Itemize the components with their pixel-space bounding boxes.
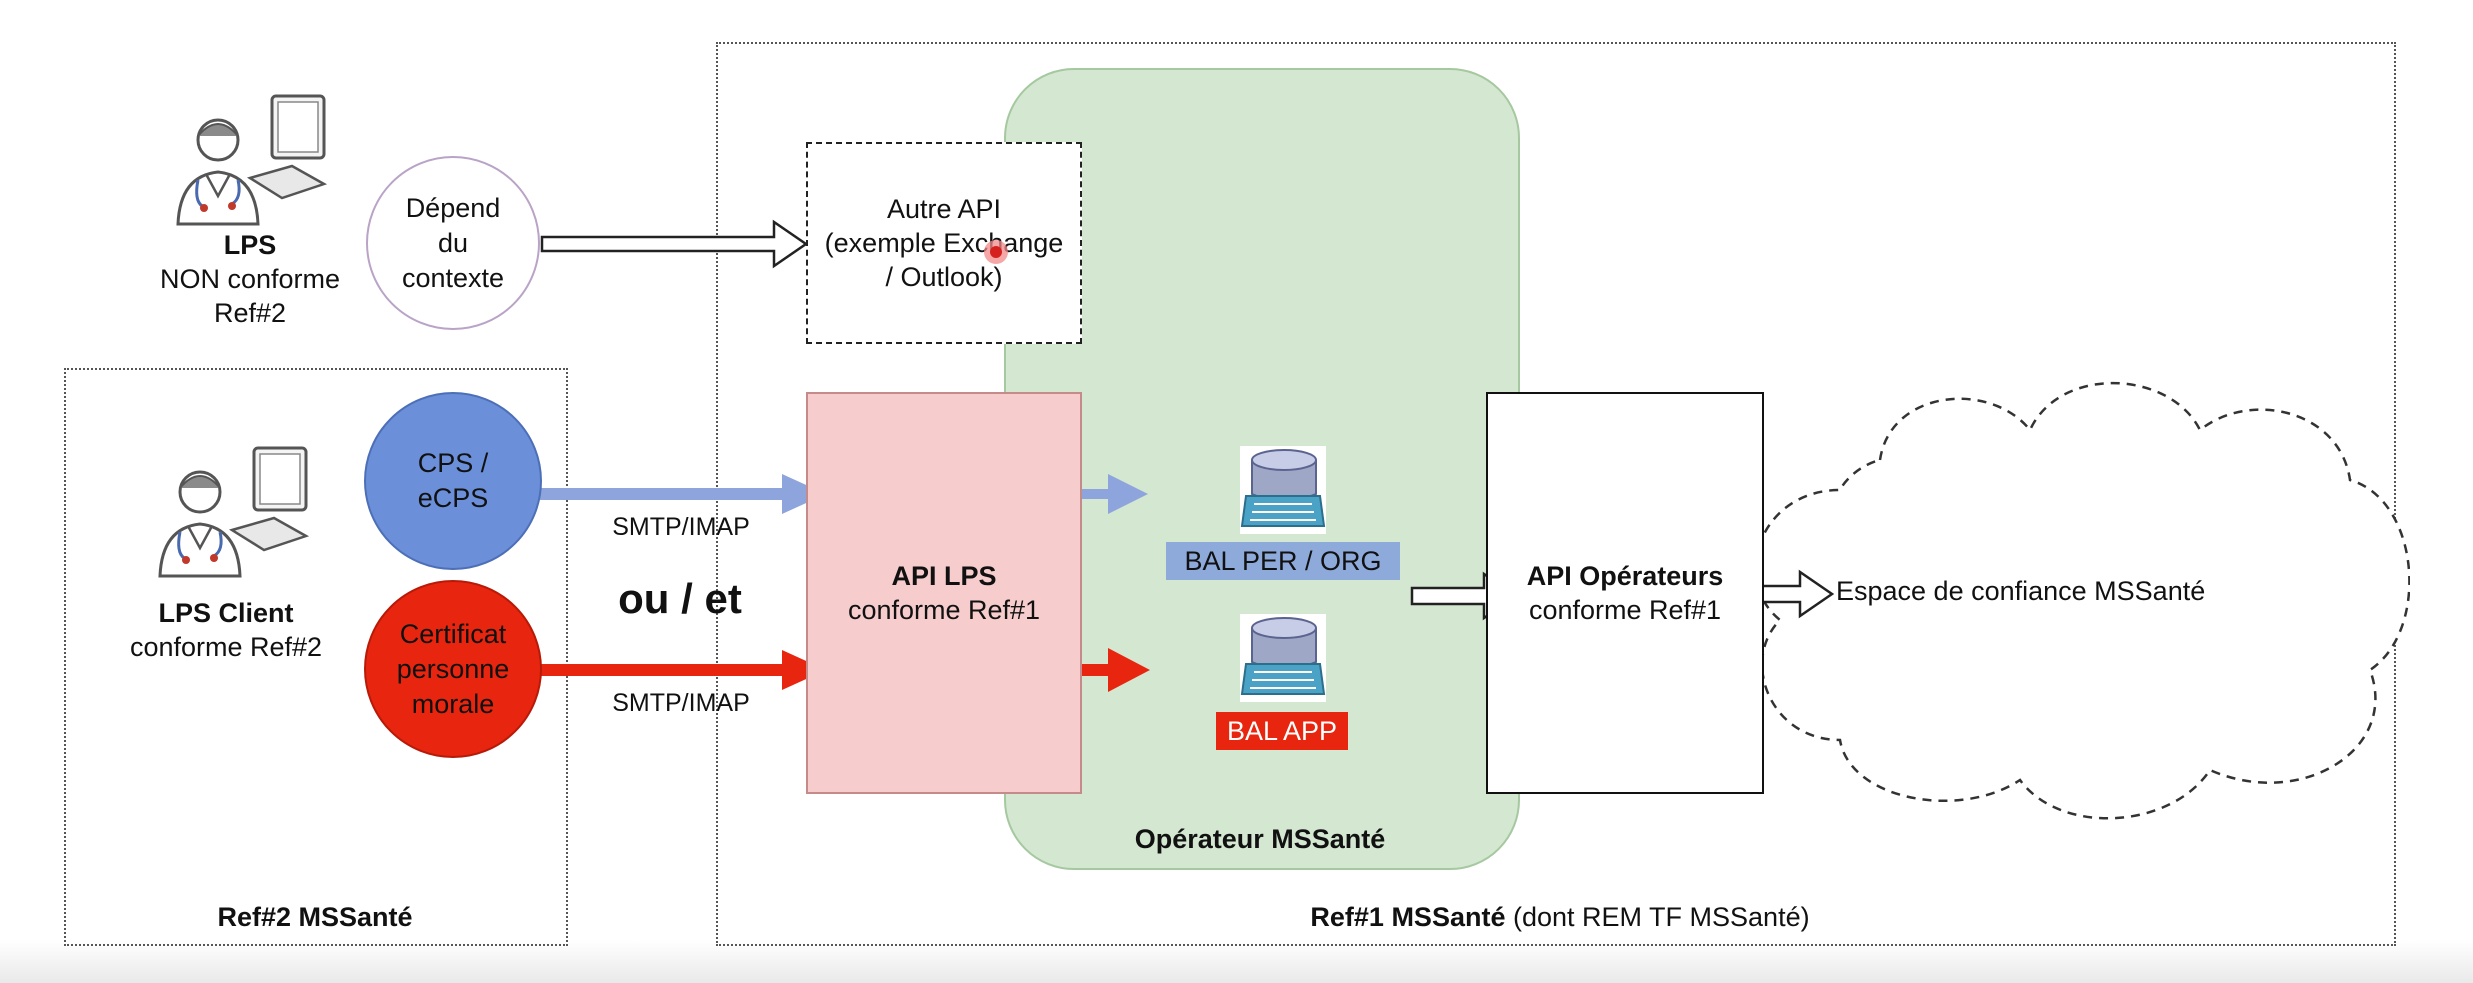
autre-api-line2: (exemple Exchange <box>824 228 1064 258</box>
ref1-frame-label: Ref#1 MSSanté (dont REM TF MSSanté) <box>1180 900 1940 934</box>
depend-line3: contexte <box>401 262 505 293</box>
api-lps-title: API LPS <box>891 561 997 591</box>
depend-line2: du <box>437 227 469 258</box>
certificat-line3: morale <box>411 688 495 719</box>
ref1-label-rest: (dont REM TF MSSanté) <box>1505 902 1810 932</box>
ref2-frame-label: Ref#2 MSSanté <box>217 902 413 932</box>
cursor-dot-icon <box>984 240 1008 264</box>
cps-line1: CPS / <box>417 448 489 478</box>
lps-client-line2: conforme Ref#2 <box>129 632 323 662</box>
autre-api-line3: / Outlook) <box>885 262 1003 292</box>
lps-line3: Ref#2 <box>213 298 287 328</box>
api-operateurs-subtitle: conforme Ref#1 <box>1528 595 1722 625</box>
protocol-label-top: SMTP/IMAP <box>612 513 750 541</box>
bottom-shade <box>0 940 2473 983</box>
doctor-computer-icon <box>176 94 328 226</box>
ref1-label-bold: Ref#1 MSSanté <box>1310 902 1506 932</box>
lps-line2: NON conforme <box>159 264 341 294</box>
ou-et-label: ou / et <box>618 575 742 622</box>
circle-cps-ecps: CPS / eCPS <box>364 392 542 570</box>
api-lps-box: API LPS conforme Ref#1 <box>806 392 1082 794</box>
certificat-line2: personne <box>396 653 510 684</box>
cps-line2: eCPS <box>417 483 489 513</box>
doctor-computer-icon <box>158 446 310 578</box>
api-lps-subtitle: conforme Ref#1 <box>847 595 1041 625</box>
lps-name: LPS <box>223 230 277 260</box>
espace-confiance-label: Espace de confiance MSSanté <box>1836 576 2206 606</box>
autre-api-line1: Autre API <box>886 194 1002 224</box>
autre-api-box: Autre API (exemple Exchange / Outlook) <box>806 142 1082 344</box>
operateur-label: Opérateur MSSanté <box>1134 824 1386 854</box>
lps-client-label: LPS Client conforme Ref#2 <box>96 596 356 664</box>
certificat-line1: Certificat <box>399 618 507 649</box>
lps-client-name: LPS Client <box>158 598 294 628</box>
api-operateurs-title: API Opérateurs <box>1526 561 1724 591</box>
depend-line1: Dépend <box>405 192 501 223</box>
lps-non-conforme-label: LPS NON conforme Ref#2 <box>120 228 380 330</box>
bal-per-org-label: BAL PER / ORG <box>1166 542 1400 580</box>
ref2-frame <box>64 368 568 946</box>
protocol-label-bottom: SMTP/IMAP <box>612 689 750 717</box>
database-icon <box>1240 446 1326 534</box>
database-icon <box>1240 614 1326 702</box>
cloud-shape <box>1754 381 2410 820</box>
bal-app-label: BAL APP <box>1216 712 1348 750</box>
api-operateurs-box: API Opérateurs conforme Ref#1 <box>1486 392 1764 794</box>
circle-certificat-personne-morale: Certificat personne morale <box>364 580 542 758</box>
circle-depend-contexte: Dépend du contexte <box>366 156 540 330</box>
